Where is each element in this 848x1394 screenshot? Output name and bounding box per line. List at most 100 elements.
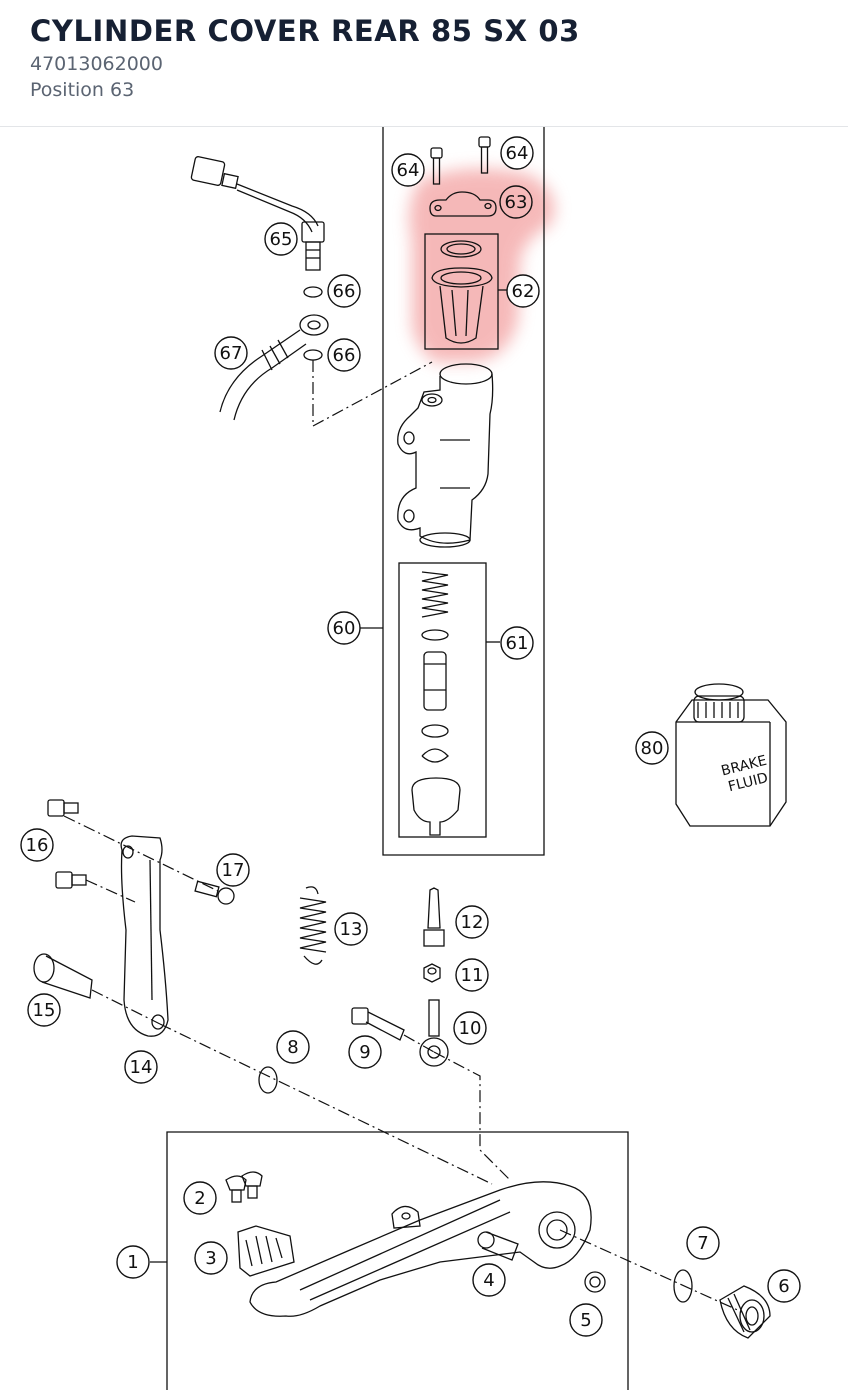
o-ring-8-icon [258,1066,278,1094]
callout-label: 66 [333,281,356,302]
callout-circle[interactable] [472,1263,506,1297]
callout-4[interactable]: 4 [472,1263,506,1297]
callout-circle[interactable] [124,1050,158,1084]
reservoir-62-icon [431,240,493,344]
part-title: CYLINDER COVER REAR 85 SX 03 [30,14,580,48]
callout-12[interactable]: 12 [455,905,489,939]
callout-circle[interactable] [264,222,298,256]
part-position: Position 63 [30,79,135,101]
callout-circle[interactable] [391,153,425,187]
return-spring-13-icon [299,886,327,965]
callout-label: 1 [127,1252,138,1273]
pedal-tip-3-icon [237,1225,295,1277]
callout-66b[interactable]: 66 [327,338,361,372]
bolt-17-icon [194,880,235,905]
callout-circle[interactable] [116,1245,150,1279]
callout-label: 16 [26,835,49,856]
callout-3[interactable]: 3 [194,1241,228,1275]
callout-label: 2 [194,1188,205,1209]
callout-label: 66 [333,345,356,366]
callout-circle[interactable] [348,1035,382,1069]
callout-label: 17 [222,860,245,881]
callout-label: 12 [461,912,484,933]
callout-circle[interactable] [194,1241,228,1275]
bushing-6-icon [719,1285,771,1339]
callout-11[interactable]: 11 [455,958,489,992]
callout-1[interactable]: 1 [116,1245,150,1279]
callout-circle[interactable] [327,338,361,372]
callout-circle[interactable] [767,1269,801,1303]
callout-66a[interactable]: 66 [327,274,361,308]
callout-circle[interactable] [506,274,540,308]
pivot-bolt-15-icon [33,953,93,999]
callout-61[interactable]: 61 [500,626,534,660]
page-header: CYLINDER COVER REAR 85 SX 03 47013062000… [0,0,848,127]
callout-62[interactable]: 62 [506,274,540,308]
callout-64a[interactable]: 64 [391,153,425,187]
callout-7[interactable]: 7 [686,1226,720,1260]
callout-circle[interactable] [453,1011,487,1045]
callout-10[interactable]: 10 [453,1011,487,1045]
callout-80[interactable]: 80 [635,731,669,765]
callout-circle[interactable] [183,1181,217,1215]
callout-circle[interactable] [500,136,534,170]
bolt-9-icon [351,1007,405,1041]
callout-circle[interactable] [635,731,669,765]
brake-pedal-4-icon [249,1181,592,1317]
callout-5[interactable]: 5 [569,1303,603,1337]
callout-label: 9 [359,1042,370,1063]
callout-label: 64 [506,143,529,164]
callout-label: 80 [641,738,664,759]
callout-9[interactable]: 9 [348,1035,382,1069]
callout-label: 64 [397,160,420,181]
callout-circle[interactable] [455,958,489,992]
bushing-5-icon [584,1271,606,1293]
callout-circle[interactable] [455,905,489,939]
callout-circle[interactable] [500,626,534,660]
callout-label: 15 [33,1000,56,1021]
callout-17[interactable]: 17 [216,853,250,887]
assembly-frame-61 [398,562,500,838]
callout-label: 8 [287,1037,298,1058]
callout-65[interactable]: 65 [264,222,298,256]
callout-16[interactable]: 16 [20,828,54,862]
callout-label: 5 [580,1310,591,1331]
callout-63[interactable]: 63 [499,185,533,219]
brake-light-switch-65-icon [190,156,325,271]
callout-circle[interactable] [27,993,61,1027]
clevis-fork-10-icon [419,999,449,1067]
callout-14[interactable]: 14 [124,1050,158,1084]
callout-label: 62 [512,281,535,302]
brake-fluid-can-80-icon [675,683,787,827]
callout-label: 3 [205,1248,216,1269]
callout-label: 11 [461,965,484,986]
callout-circle[interactable] [327,611,361,645]
pedal-rubber-2-icon [225,1171,263,1203]
callout-circle[interactable] [499,185,533,219]
callout-circle[interactable] [216,853,250,887]
callout-2[interactable]: 2 [183,1181,217,1215]
callout-6[interactable]: 6 [767,1269,801,1303]
callout-circle[interactable] [20,828,54,862]
callout-label: 67 [220,343,243,364]
callout-67[interactable]: 67 [214,336,248,370]
callout-circle[interactable] [686,1226,720,1260]
callout-circle[interactable] [214,336,248,370]
callout-15[interactable]: 15 [27,993,61,1027]
piston-kit-61-icon [411,571,461,836]
callout-circle[interactable] [327,274,361,308]
callout-8[interactable]: 8 [276,1030,310,1064]
callout-circle[interactable] [276,1030,310,1064]
callout-circle[interactable] [334,912,368,946]
callout-60[interactable]: 60 [327,611,361,645]
callout-13[interactable]: 13 [334,912,368,946]
callout-label: 7 [697,1233,708,1254]
callout-label: 4 [483,1270,494,1291]
selected-part-highlight [409,168,555,362]
callout-64b[interactable]: 64 [500,136,534,170]
brake-hose-67-icon [219,314,329,421]
callout-label: 10 [459,1018,482,1039]
callout-label: 6 [778,1276,789,1297]
callout-circle[interactable] [569,1303,603,1337]
callout-label: 63 [505,192,528,213]
